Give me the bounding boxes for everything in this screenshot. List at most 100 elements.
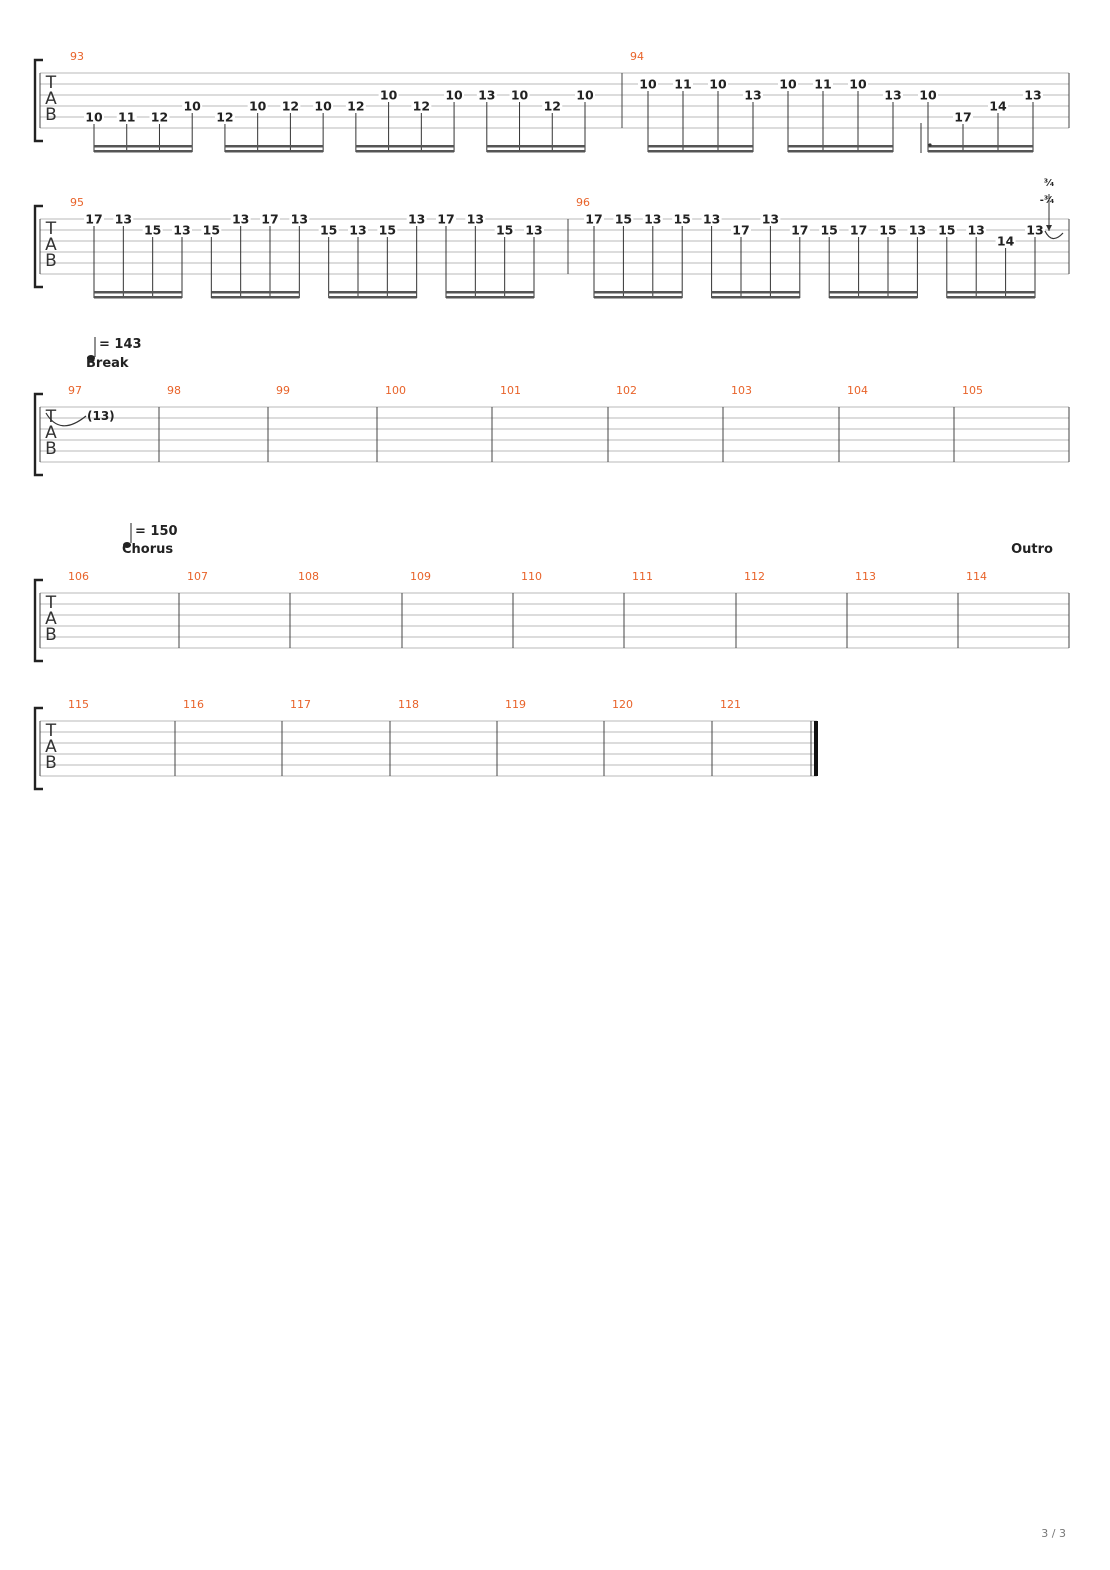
fret-number: 11 (118, 110, 135, 125)
fret-number: 13 (909, 223, 926, 238)
fret-bg (116, 110, 137, 123)
fret-bg (411, 99, 432, 112)
fret-bg (345, 99, 366, 112)
system-bracket (33, 58, 43, 143)
fret-bg (613, 212, 634, 225)
fret-bg (509, 88, 530, 101)
measure-number: 111 (632, 570, 653, 583)
measure-number: 121 (720, 698, 741, 711)
note-beam (94, 291, 182, 294)
note-beam (328, 296, 417, 299)
system-bracket (33, 204, 43, 289)
fret-number: 13 (232, 212, 249, 227)
fret-number: 13 (1024, 88, 1041, 103)
system-bracket (33, 578, 43, 663)
note-beam (829, 296, 918, 299)
fret-bg (701, 212, 722, 225)
fret-bg (672, 212, 693, 225)
tab-clef-t: T (45, 219, 57, 239)
note-beam (486, 150, 585, 153)
tempo-marking: = 143 (99, 337, 142, 352)
fret-bg (953, 110, 973, 123)
note-beam (224, 150, 324, 153)
measure-number: 103 (731, 384, 752, 397)
fret-bg (214, 110, 235, 123)
fret-number: 13 (744, 88, 761, 103)
measure-number: 100 (385, 384, 406, 397)
note-beam (788, 150, 893, 153)
fret-bg (907, 223, 928, 236)
note-beam (446, 296, 534, 299)
note-beam (486, 145, 585, 148)
fret-number: 10 (639, 77, 657, 92)
fret-number: 17 (585, 212, 602, 227)
fret-bg (642, 212, 663, 225)
fret-bg (247, 99, 268, 112)
measure-number: 107 (187, 570, 208, 583)
fret-number: 13 (478, 88, 495, 103)
tab-clef-b: B (45, 439, 57, 459)
tempo-note-icon (87, 355, 95, 361)
note-beam (211, 291, 300, 294)
fret-number: 10 (919, 88, 937, 103)
fret-number: 10 (576, 88, 594, 103)
tab-clef-a: A (45, 89, 57, 109)
fret-number: 17 (954, 110, 971, 125)
fret-number: 14 (997, 234, 1015, 249)
measure-number: 106 (68, 570, 89, 583)
tab-clef-t: T (45, 73, 57, 93)
fret-number: 10 (445, 88, 463, 103)
note-beam (355, 150, 455, 153)
fret-number: 13 (644, 212, 661, 227)
fret-number: 10 (779, 77, 797, 92)
tab-clef-a: A (45, 737, 57, 757)
fret-bg (813, 77, 833, 90)
fret-bg (819, 223, 840, 236)
fret-number: 12 (347, 99, 364, 114)
fret-number: 17 (261, 212, 278, 227)
fret-number: 11 (674, 77, 691, 92)
tab-clef-b: B (45, 251, 57, 271)
fret-number: 10 (249, 99, 267, 114)
tied-fret-number: (13) (87, 409, 115, 423)
fret-bg (878, 223, 898, 236)
fret-bg (936, 223, 957, 236)
fret-bg (778, 77, 798, 90)
fret-bg (584, 212, 604, 225)
measure-number: 104 (847, 384, 868, 397)
fret-bg (465, 212, 486, 225)
fret-bg (260, 212, 280, 225)
fret-bg (743, 88, 763, 101)
fret-bg (377, 223, 398, 236)
fret-bg (918, 88, 938, 101)
fret-bg (142, 223, 163, 236)
note-beam (946, 296, 1035, 299)
fret-bg (436, 212, 456, 225)
fret-number: 10 (183, 99, 201, 114)
fret-number: 14 (989, 99, 1007, 114)
measure-number: 119 (505, 698, 526, 711)
tab-clef-t: T (45, 593, 57, 613)
note-beam (648, 145, 753, 148)
fret-number: 10 (380, 88, 398, 103)
tab-clef-b: B (45, 753, 57, 773)
fret-number: 15 (203, 223, 220, 238)
fret-number: 13 (467, 212, 484, 227)
fret-number: 15 (496, 223, 513, 238)
tab-clef-a: A (45, 609, 57, 629)
note-beam (946, 291, 1035, 294)
dotted-rest-dot (928, 143, 932, 147)
note-beam (594, 296, 683, 299)
measure-number: 101 (500, 384, 521, 397)
fret-bg (494, 223, 515, 236)
fret-bg (172, 223, 192, 236)
fret-number: 10 (849, 77, 867, 92)
measure-number: 95 (70, 196, 84, 209)
fret-number: 17 (850, 223, 867, 238)
fret-number: 10 (85, 110, 103, 125)
fret-number: 15 (673, 212, 690, 227)
fret-bg (966, 223, 987, 236)
fret-bg (313, 99, 334, 112)
note-beam (648, 150, 753, 153)
